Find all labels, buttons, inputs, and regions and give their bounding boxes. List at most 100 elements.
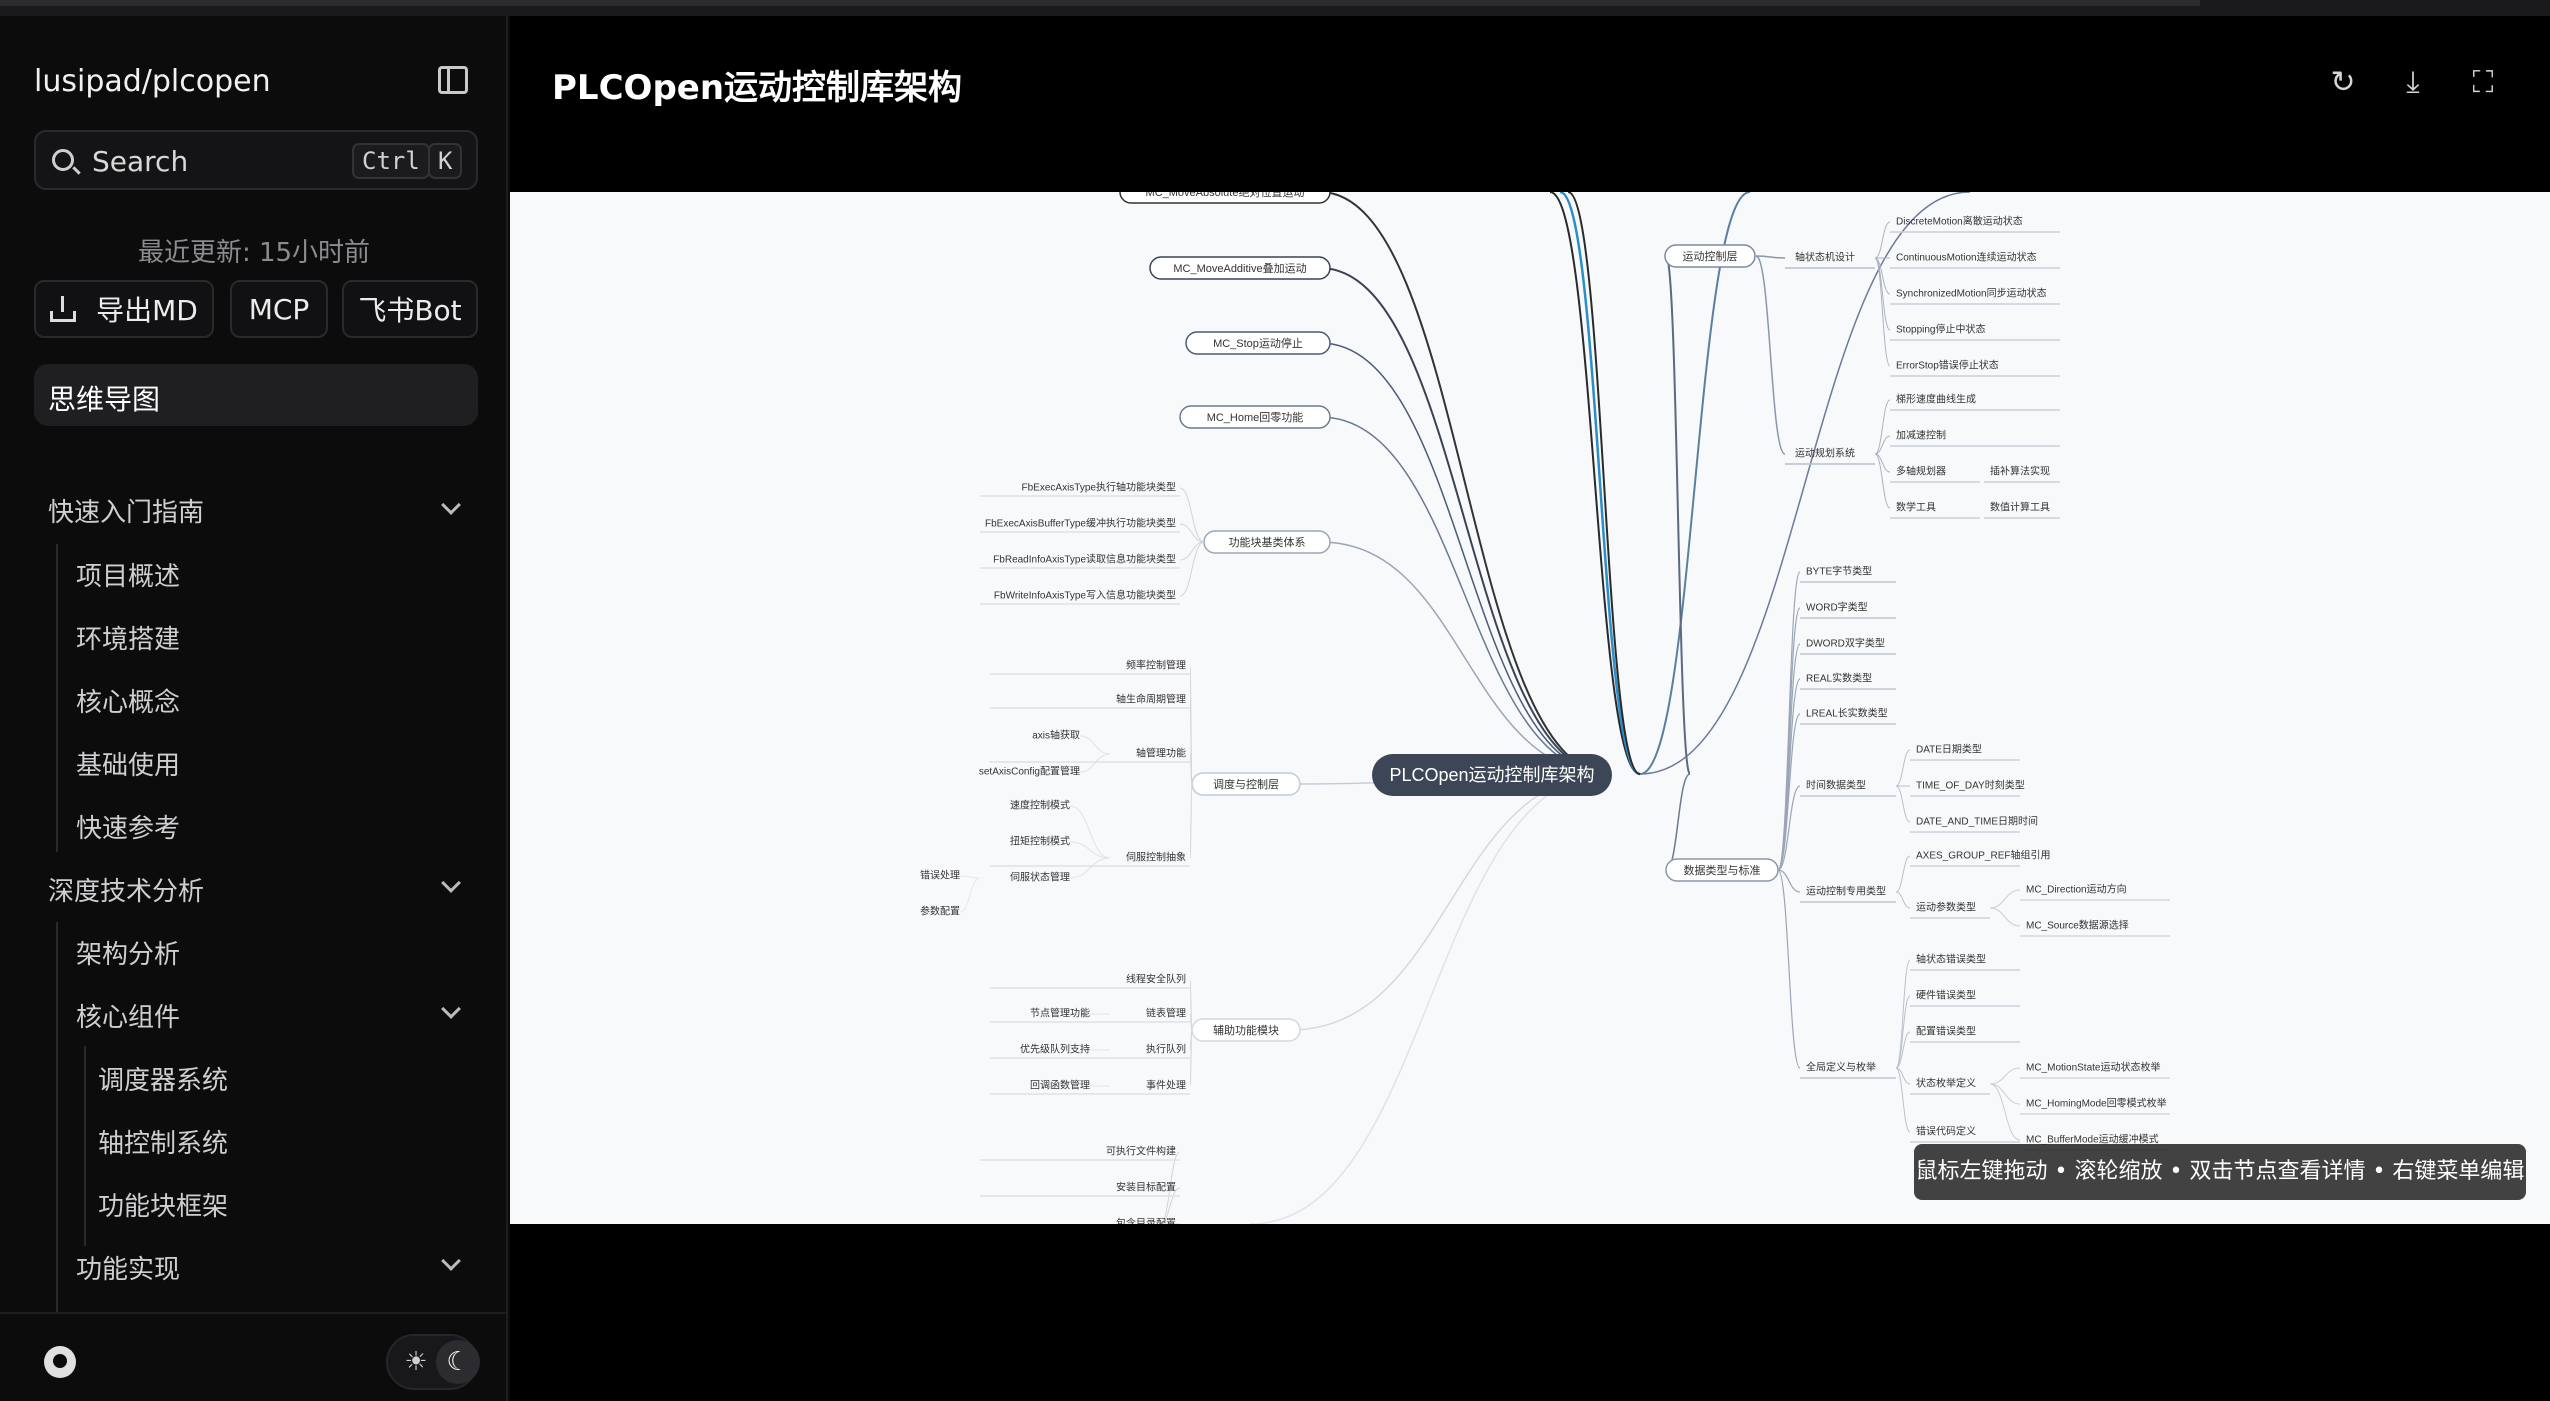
- mindmap-node[interactable]: 功能块基类体系: [1229, 535, 1306, 549]
- nav-core-concepts[interactable]: 核心概念: [76, 688, 181, 718]
- nav-architecture-analysis[interactable]: 架构分析: [76, 940, 181, 970]
- nav-scheduler-system[interactable]: 调度器系统: [98, 1066, 229, 1096]
- mindmap-node[interactable]: 回调函数管理: [1030, 1079, 1090, 1092]
- mindmap-canvas[interactable]: MC_MoveAbsolute绝对位置运动 MC_MoveAdditive叠加运动…: [510, 192, 2550, 1224]
- mindmap-node[interactable]: 频率控制管理: [1126, 659, 1186, 672]
- mindmap-node[interactable]: 状态枚举定义: [1916, 1077, 1976, 1090]
- download-icon[interactable]: ⤓: [2406, 65, 2420, 100]
- mindmap-node[interactable]: 运动规划系统: [1795, 447, 1855, 460]
- mindmap-node[interactable]: 运动控制专用类型: [1806, 885, 1886, 898]
- mindmap-node[interactable]: FbExecAxisType执行轴功能块类型: [1022, 481, 1176, 494]
- mindmap-node[interactable]: Stopping停止中状态: [1896, 323, 1985, 336]
- mindmap-node[interactable]: SynchronizedMotion同步运动状态: [1896, 287, 2047, 300]
- refresh-icon[interactable]: ↻: [2330, 65, 2356, 100]
- mindmap-node[interactable]: AXES_GROUP_REF轴组引用: [1916, 849, 2050, 862]
- mindmap-node[interactable]: TIME_OF_DAY时刻类型: [1916, 779, 2025, 792]
- chevron-down-icon[interactable]: [441, 1251, 461, 1271]
- chevron-down-icon[interactable]: [441, 495, 461, 515]
- mindmap-node[interactable]: MC_MotionState运动状态枚举: [2026, 1061, 2160, 1074]
- mindmap-node[interactable]: DiscreteMotion离散运动状态: [1896, 215, 2023, 228]
- mindmap-node[interactable]: 速度控制模式: [1010, 799, 1070, 812]
- nav-function-block-framework[interactable]: 功能块框架: [98, 1192, 229, 1222]
- mindmap-node[interactable]: 优先级队列支持: [1020, 1043, 1090, 1056]
- mindmap-node[interactable]: 错误处理: [920, 869, 960, 882]
- fullscreen-icon[interactable]: ⛶: [2472, 65, 2494, 100]
- mindmap-node[interactable]: DATE日期类型: [1916, 743, 1982, 756]
- feishu-bot-button[interactable]: 飞书Bot: [342, 280, 478, 338]
- nav-deep-analysis[interactable]: 深度技术分析: [48, 877, 205, 907]
- mindmap-node[interactable]: FbExecAxisBufferType缓冲执行功能块类型: [985, 517, 1176, 530]
- mindmap-node[interactable]: 事件处理: [1146, 1079, 1186, 1092]
- nav-environment-setup[interactable]: 环境搭建: [76, 625, 181, 655]
- mindmap-node[interactable]: setAxisConfig配置管理: [979, 765, 1080, 778]
- mindmap-node[interactable]: DATE_AND_TIME日期时间: [1916, 815, 2038, 828]
- mindmap-node[interactable]: MC_MoveAdditive叠加运动: [1173, 262, 1306, 275]
- github-icon[interactable]: [44, 1346, 76, 1378]
- mindmap-node[interactable]: ContinuousMotion连续运动状态: [1896, 251, 2037, 264]
- mindmap-node[interactable]: FbReadInfoAxisType读取信息功能块类型: [993, 553, 1176, 566]
- mindmap-node[interactable]: 配置错误类型: [1916, 1025, 1976, 1038]
- mindmap-node[interactable]: 执行队列: [1146, 1043, 1186, 1056]
- mindmap-node[interactable]: 轴状态机设计: [1795, 251, 1855, 264]
- mindmap-node[interactable]: MC_Source数据源选择: [2026, 919, 2129, 932]
- mindmap-node[interactable]: 可执行文件构建: [1106, 1145, 1176, 1158]
- root-node[interactable]: PLCOpen运动控制库架构: [1389, 765, 1594, 785]
- mindmap-node[interactable]: 调度与控制层: [1213, 777, 1279, 791]
- mindmap-node[interactable]: 轴管理功能: [1136, 747, 1186, 760]
- mindmap-node[interactable]: 数据类型与标准: [1684, 863, 1761, 877]
- mindmap-node[interactable]: 运动控制层: [1683, 249, 1738, 263]
- theme-toggle[interactable]: ☀ ☾: [386, 1334, 480, 1390]
- mindmap-svg[interactable]: MC_MoveAbsolute绝对位置运动 MC_MoveAdditive叠加运动…: [510, 192, 2550, 1224]
- mindmap-node[interactable]: axis轴获取: [1032, 729, 1080, 742]
- mindmap-node[interactable]: 轴生命周期管理: [1116, 693, 1186, 706]
- mindmap-node[interactable]: 多轴规划器: [1896, 465, 1946, 478]
- mindmap-node[interactable]: 辅助功能模块: [1213, 1023, 1279, 1037]
- nav-quick-reference[interactable]: 快速参考: [76, 814, 181, 844]
- mcp-button[interactable]: MCP: [230, 280, 328, 338]
- mindmap-node[interactable]: 伺服控制抽象: [1126, 851, 1186, 864]
- mindmap-node[interactable]: BYTE字节类型: [1806, 565, 1872, 578]
- mindmap-node[interactable]: 运动参数类型: [1916, 901, 1976, 914]
- mindmap-node[interactable]: 全局定义与枚举: [1806, 1061, 1876, 1074]
- export-md-button[interactable]: 导出MD: [34, 280, 214, 338]
- mindmap-node[interactable]: 线程安全队列: [1126, 973, 1186, 986]
- nav-mindmap-active[interactable]: 思维导图: [34, 364, 478, 426]
- sidebar-toggle-icon[interactable]: [438, 66, 468, 94]
- mindmap-node[interactable]: ErrorStop错误停止状态: [1896, 359, 1999, 372]
- mindmap-node[interactable]: REAL实数类型: [1806, 672, 1872, 685]
- mindmap-node[interactable]: 梯形速度曲线生成: [1896, 393, 1976, 406]
- mindmap-node[interactable]: 错误代码定义: [1916, 1125, 1976, 1138]
- nav-axis-control-system[interactable]: 轴控制系统: [98, 1129, 229, 1159]
- nav-basic-usage[interactable]: 基础使用: [76, 751, 181, 781]
- moon-icon[interactable]: ☾: [436, 1340, 480, 1384]
- mindmap-node[interactable]: LREAL长实数类型: [1806, 707, 1888, 720]
- mindmap-node[interactable]: 数值计算工具: [1990, 501, 2050, 514]
- mindmap-node[interactable]: 轴状态错误类型: [1916, 953, 1986, 966]
- mindmap-node[interactable]: MC_Direction运动方向: [2026, 883, 2127, 896]
- nav-project-overview[interactable]: 项目概述: [76, 562, 181, 592]
- mindmap-node[interactable]: 参数配置: [920, 905, 960, 918]
- mindmap-node[interactable]: 时间数据类型: [1806, 779, 1866, 792]
- chevron-down-icon[interactable]: [441, 999, 461, 1019]
- mindmap-node[interactable]: MC_Stop运动停止: [1213, 336, 1303, 350]
- mindmap-node[interactable]: FbWriteInfoAxisType写入信息功能块类型: [994, 589, 1176, 602]
- mindmap-node[interactable]: 包含目录配置: [1116, 1217, 1176, 1224]
- mindmap-node[interactable]: 扭矩控制模式: [1010, 835, 1070, 848]
- search-input[interactable]: Search Ctrl K: [34, 130, 478, 190]
- mindmap-node[interactable]: DWORD双字类型: [1806, 637, 1885, 650]
- nav-feature-implementation[interactable]: 功能实现: [76, 1255, 181, 1285]
- mindmap-node[interactable]: 节点管理功能: [1030, 1007, 1090, 1020]
- repo-title[interactable]: lusipad/plcopen: [34, 64, 271, 99]
- chevron-down-icon[interactable]: [441, 873, 461, 893]
- mindmap-node[interactable]: 安装目标配置: [1116, 1181, 1176, 1194]
- mindmap-node[interactable]: 数学工具: [1896, 501, 1936, 514]
- mindmap-node[interactable]: MC_MoveAbsolute绝对位置运动: [1146, 192, 1305, 199]
- mindmap-node[interactable]: 插补算法实现: [1990, 465, 2050, 478]
- mindmap-node[interactable]: MC_BufferMode运动缓冲模式: [2026, 1133, 2159, 1146]
- nav-core-components[interactable]: 核心组件: [76, 1003, 181, 1033]
- sun-icon[interactable]: ☀: [404, 1347, 428, 1377]
- mindmap-node[interactable]: WORD字类型: [1806, 601, 1868, 614]
- mindmap-node[interactable]: MC_Home回零功能: [1207, 410, 1304, 424]
- browser-scrollbar[interactable]: [0, 0, 2200, 6]
- mindmap-node[interactable]: MC_HomingMode回零模式枚举: [2026, 1097, 2167, 1110]
